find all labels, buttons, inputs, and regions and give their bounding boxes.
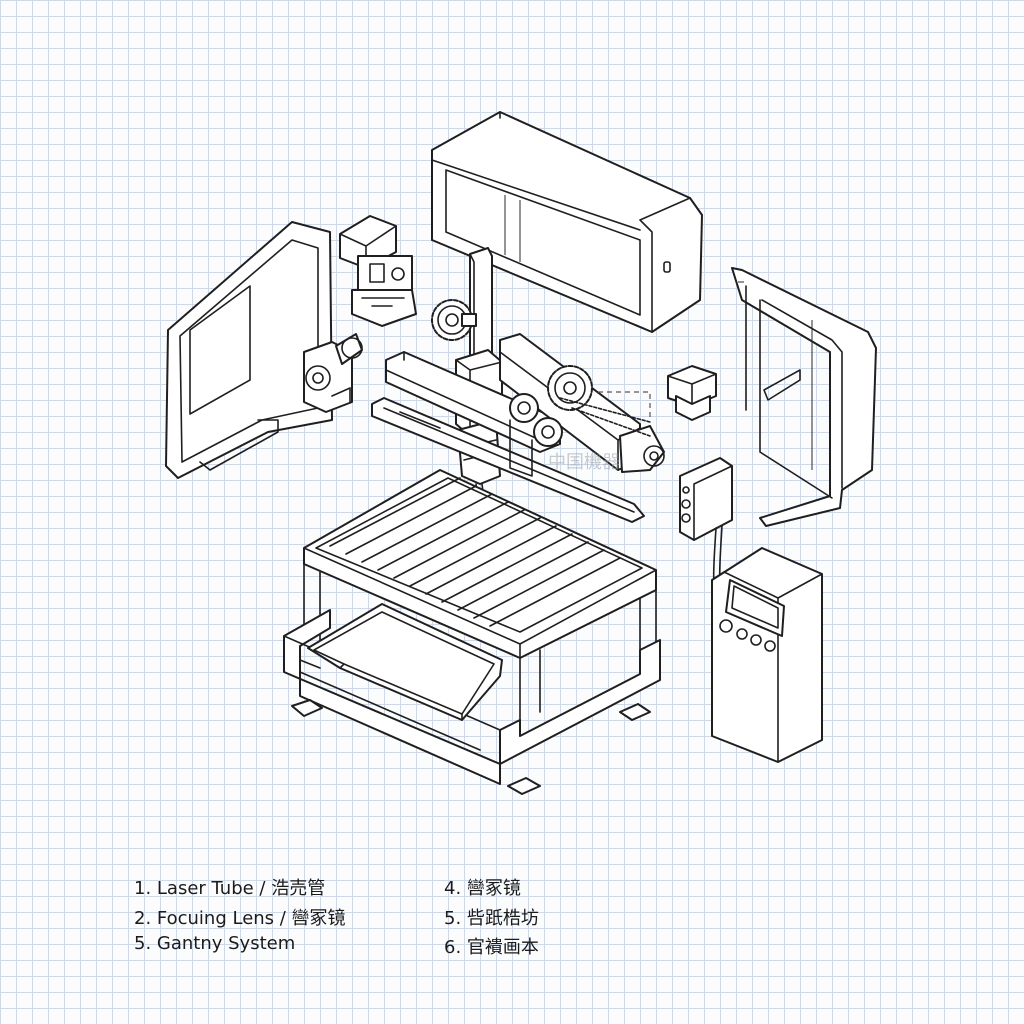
left-side-panel xyxy=(166,222,332,478)
right-side-frame xyxy=(732,268,876,526)
bed-slats xyxy=(330,478,620,626)
legend-item-2: 2. Focuing Lens / 㘘冢镜 xyxy=(134,908,346,929)
collection-tray xyxy=(308,604,502,720)
top-hood-cover xyxy=(432,112,702,332)
parts-legend: 1. Laser Tube / 浩売管 2. Focuing Lens / 㘘冢… xyxy=(134,870,694,970)
drive-belt xyxy=(560,398,650,436)
control-cabinet xyxy=(712,548,822,762)
laser-tube-mount xyxy=(304,334,362,412)
gantry-rail-upper xyxy=(386,352,560,452)
pulley-assembly xyxy=(510,394,562,476)
mirror-bracket-assembly xyxy=(340,216,416,326)
legend-item-5: 5. 呰䟗梏坊 xyxy=(444,908,539,929)
legend-item-3: 5. Gantny System xyxy=(134,933,296,954)
watermark-text: 中国機器 xyxy=(548,452,620,473)
gear-left xyxy=(432,300,476,340)
gear-right xyxy=(548,366,592,410)
table-base-frame xyxy=(284,564,660,794)
gantry-rail-lower xyxy=(372,398,644,522)
legend-item-6: 6. 官䙡画本 xyxy=(444,937,539,958)
clamp-block xyxy=(668,366,716,420)
legend-item-4: 4. 㘘冢镜 xyxy=(444,878,521,899)
legend-item-1: 1. Laser Tube / 浩売管 xyxy=(134,878,326,899)
